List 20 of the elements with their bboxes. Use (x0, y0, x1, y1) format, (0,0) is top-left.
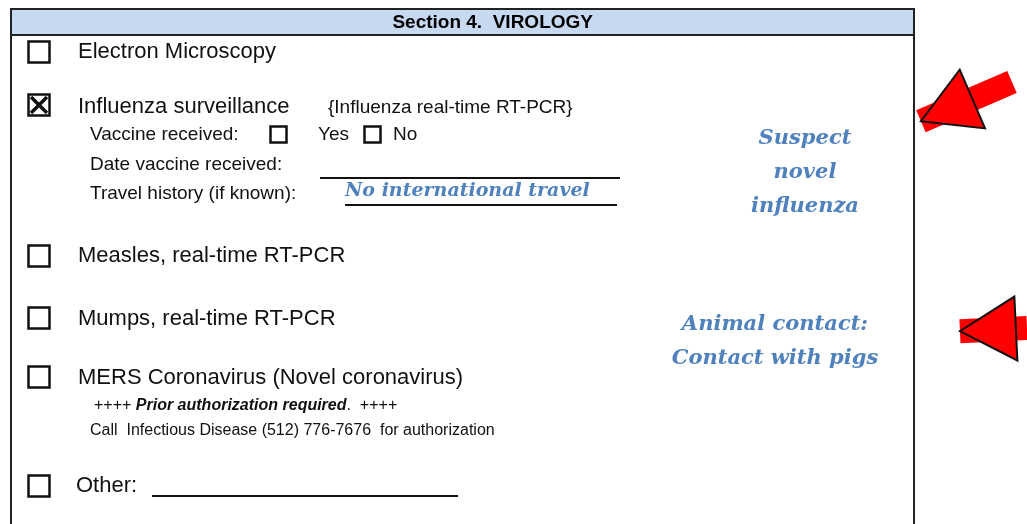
option-label: MERS Coronavirus (Novel coronavirus) (78, 364, 464, 390)
field-label: Travel history (if known): (90, 182, 297, 204)
block-arrow (916, 68, 1017, 133)
contact-note: Call Infectious Disease (512) 776-7676 for authorization (90, 421, 495, 439)
option-label: Other: (76, 472, 138, 498)
handwritten-note: Suspect novel influenza (735, 120, 875, 222)
authorization-note: ++++ Prior authorization required. ++++ (94, 396, 398, 414)
handwritten-answer: No international travel (345, 178, 590, 200)
field-label: Vaccine received: (90, 123, 239, 145)
handwritten-note: Animal contact: Contact with pigs (640, 306, 910, 374)
test-note: {Influenza real-time RT-PCR} (328, 96, 573, 118)
option-label: Influenza surveillance (78, 93, 290, 119)
section-header: Section 4. VIROLOGY (10, 8, 915, 36)
option-label: No (393, 123, 418, 145)
block-arrow (958, 295, 1027, 362)
option-label: Mumps, real-time RT-PCR (78, 305, 336, 331)
option-label: Measles, real-time RT-PCR (78, 242, 346, 268)
option-label: Electron Microscopy (78, 38, 277, 64)
option-label: Yes (318, 123, 349, 145)
field-label: Date vaccine received: (90, 153, 283, 175)
